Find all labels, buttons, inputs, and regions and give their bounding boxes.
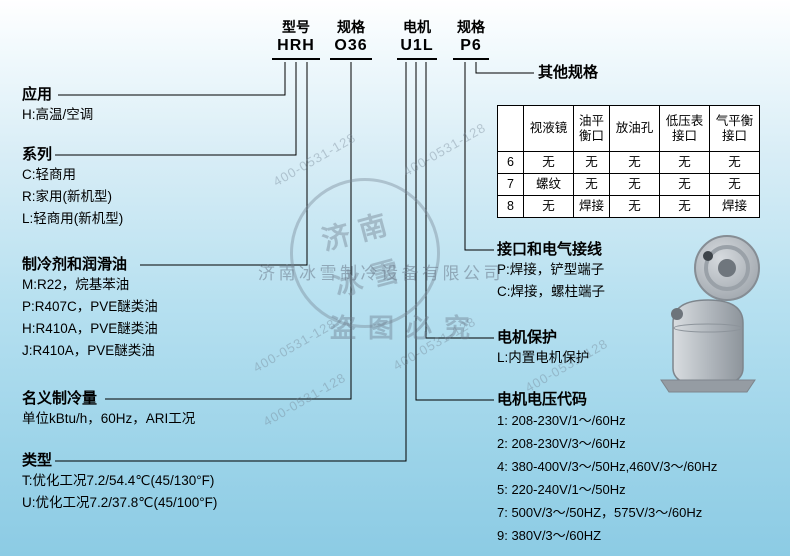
table-cell: 无 [573,173,610,196]
section-item: L:轻商用(新机型) [22,211,124,226]
section-type: 类型 T:优化工况7.2/54.4℃(45/130°F) U:优化工况7.2/3… [22,452,217,514]
table-header-cell [497,105,524,152]
watermark-phone: 400-0531-128 [250,315,339,376]
code-value-model: HRH [272,36,320,60]
other-spec-table: 视液镜 油平衡口 放油孔 低压表接口 气平衡接口 6 无 无 无 无 无 7 螺… [497,105,760,218]
table-cell: 无 [709,151,760,174]
table-row: 8 无 焊接 无 无 焊接 [497,195,760,218]
table-header-cell: 视液镜 [523,105,574,152]
code-value-spec2: P6 [453,36,489,60]
watermark-phone: 400-0531-128 [260,369,349,430]
code-group-model: 型号 HRH [272,18,320,60]
code-group-motor: 电机 U1L [397,18,437,60]
section-refrigerant-oil: 制冷剂和润滑油 M:R22，烷基苯油 P:R407C，PVE醚类油 H:R410… [22,256,158,362]
table-header-cell: 气平衡接口 [709,105,760,152]
section-title: 名义制冷量 [22,390,98,407]
code-value-motor: U1L [397,36,437,60]
table-header-cell: 放油孔 [609,105,660,152]
code-group-spec2: 规格 P6 [453,18,489,60]
table-cell: 无 [523,151,574,174]
section-other-spec: 其他规格 [538,64,598,82]
code-group-spec1: 规格 O36 [330,18,372,60]
watermark-seal: 济南 冰雪 [273,161,457,345]
section-item: 1: 208-230V/1～/60Hz [497,413,626,428]
section-connections-wiring: 接口和电气接线 P:焊接，铲型端子 C:焊接，螺柱端子 [497,241,605,303]
compressor-photo [660,235,760,393]
section-title: 接口和电气接线 [497,241,603,258]
watermark-company-name: 济南冰雪制冷设备有限公司 [258,264,504,283]
code-label-spec2: 规格 [457,19,485,35]
table-cell: 无 [709,173,760,196]
section-item: U:优化工况7.2/37.8℃(45/100°F) [22,495,218,510]
section-nominal-capacity: 名义制冷量 单位kBtu/h，60Hz，ARI工况 [22,390,195,430]
table-cell: 无 [659,173,710,196]
section-title: 电机电压代码 [497,391,588,408]
section-motor-protection: 电机保护 L:内置电机保护 [497,329,589,369]
section-application: 应用 H:高温/空调 [22,86,93,126]
section-item: M:R22，烷基苯油 [22,277,130,292]
watermark-phone: 400-0531-128 [270,129,359,190]
section-item: 9: 380V/3～/60HZ [497,528,602,543]
section-item: 单位kBtu/h，60Hz，ARI工况 [22,411,196,426]
section-item: T:优化工况7.2/54.4℃(45/130°F) [22,473,215,488]
table-cell: 无 [523,195,574,218]
table-header-cell: 油平衡口 [573,105,610,152]
watermark-anti-piracy: 盗图必究 [330,313,483,343]
section-item: 5: 220-240V/1～/50Hz [497,482,626,497]
section-item: P:焊接，铲型端子 [497,262,605,277]
section-item: H:R410A，PVE醚类油 [22,321,158,336]
section-title: 电机保护 [497,329,558,346]
table-header-cell: 低压表接口 [659,105,710,152]
table-cell: 无 [659,151,710,174]
section-item: J:R410A，PVE醚类油 [22,343,155,358]
table-cell: 焊接 [573,195,610,218]
watermark-phone: 400-0531-128 [390,313,479,374]
code-label-motor: 电机 [403,19,431,35]
table-code-cell: 8 [497,195,524,218]
code-value-spec1: O36 [330,36,372,60]
table-header-row: 视液镜 油平衡口 放油孔 低压表接口 气平衡接口 [497,105,760,152]
section-item: 7: 500V/3～/50HZ，575V/3～/60Hz [497,505,703,520]
section-series: 系列 C:轻商用 R:家用(新机型) L:轻商用(新机型) [22,146,123,230]
section-title: 系列 [22,146,53,163]
table-cell: 无 [609,195,660,218]
section-title: 其他规格 [538,64,599,81]
section-item: R:家用(新机型) [22,189,112,204]
watermark-seal-line2: 冰雪 [330,252,413,303]
table-code-cell: 7 [497,173,524,196]
section-item: L:内置电机保护 [497,350,590,365]
section-motor-voltage-code: 电机电压代码 1: 208-230V/1～/60Hz 2: 208-230V/3… [497,391,717,547]
table-cell: 无 [573,151,610,174]
section-title: 应用 [22,86,53,103]
section-item: 2: 208-230V/3～/60Hz [497,436,626,451]
watermark-seal-line1: 济南 [318,206,400,257]
section-item: P:R407C，PVE醚类油 [22,299,158,314]
code-label-spec1: 规格 [337,19,365,35]
code-label-model: 型号 [282,19,310,35]
table-cell: 无 [659,195,710,218]
section-item: H:高温/空调 [22,107,94,122]
section-item: C:焊接，螺柱端子 [497,284,605,299]
section-item: C:轻商用 [22,167,76,182]
table-cell: 螺纹 [523,173,574,196]
section-title: 制冷剂和润滑油 [22,256,128,273]
table-code-cell: 6 [497,151,524,174]
table-row: 7 螺纹 无 无 无 无 [497,173,760,196]
table-row: 6 无 无 无 无 无 [497,151,760,174]
table-cell: 焊接 [709,195,760,218]
section-item: 4: 380-400V/3～/50Hz,460V/3～/60Hz [497,459,718,474]
section-title: 类型 [22,452,53,469]
watermark-phone: 400-0531-128 [400,119,489,180]
table-cell: 无 [609,151,660,174]
table-cell: 无 [609,173,660,196]
